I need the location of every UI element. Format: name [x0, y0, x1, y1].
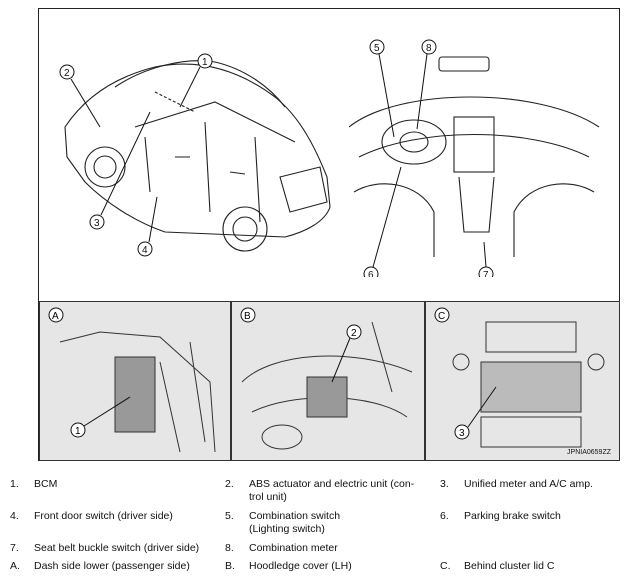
panel-a-label: A [52, 311, 59, 322]
callout-3: 3 [94, 218, 100, 229]
panel-c-label: C [438, 311, 445, 322]
vehicle-interior-illustration: 5 8 6 7 [348, 39, 600, 277]
callout-4: 4 [142, 245, 148, 256]
detail-panel-b: B 2 [231, 301, 425, 461]
callout-5: 5 [374, 43, 380, 54]
panel-b-label: B [244, 311, 251, 322]
detail-panel-c: C 3 JPNIA0659ZZ [425, 301, 620, 461]
panel-b-callout-2: 2 [351, 328, 357, 339]
figure-code: JPNIA0659ZZ [567, 449, 611, 456]
vehicle-exterior-illustration: 1 2 3 4 [59, 53, 331, 257]
panel-c-callout-3: 3 [459, 428, 465, 439]
callout-7: 7 [483, 270, 489, 277]
diagram-frame: 1 2 3 4 5 8 6 7 [38, 8, 620, 461]
callout-1: 1 [202, 57, 208, 68]
callout-8: 8 [426, 43, 432, 54]
panel-a-callout-1: 1 [75, 426, 81, 437]
callout-2: 2 [64, 68, 70, 79]
detail-panel-a: A 1 [39, 301, 231, 461]
callout-6: 6 [368, 270, 374, 277]
legend: 1.BCM 2.ABS actuator and electric unit (… [10, 478, 593, 572]
